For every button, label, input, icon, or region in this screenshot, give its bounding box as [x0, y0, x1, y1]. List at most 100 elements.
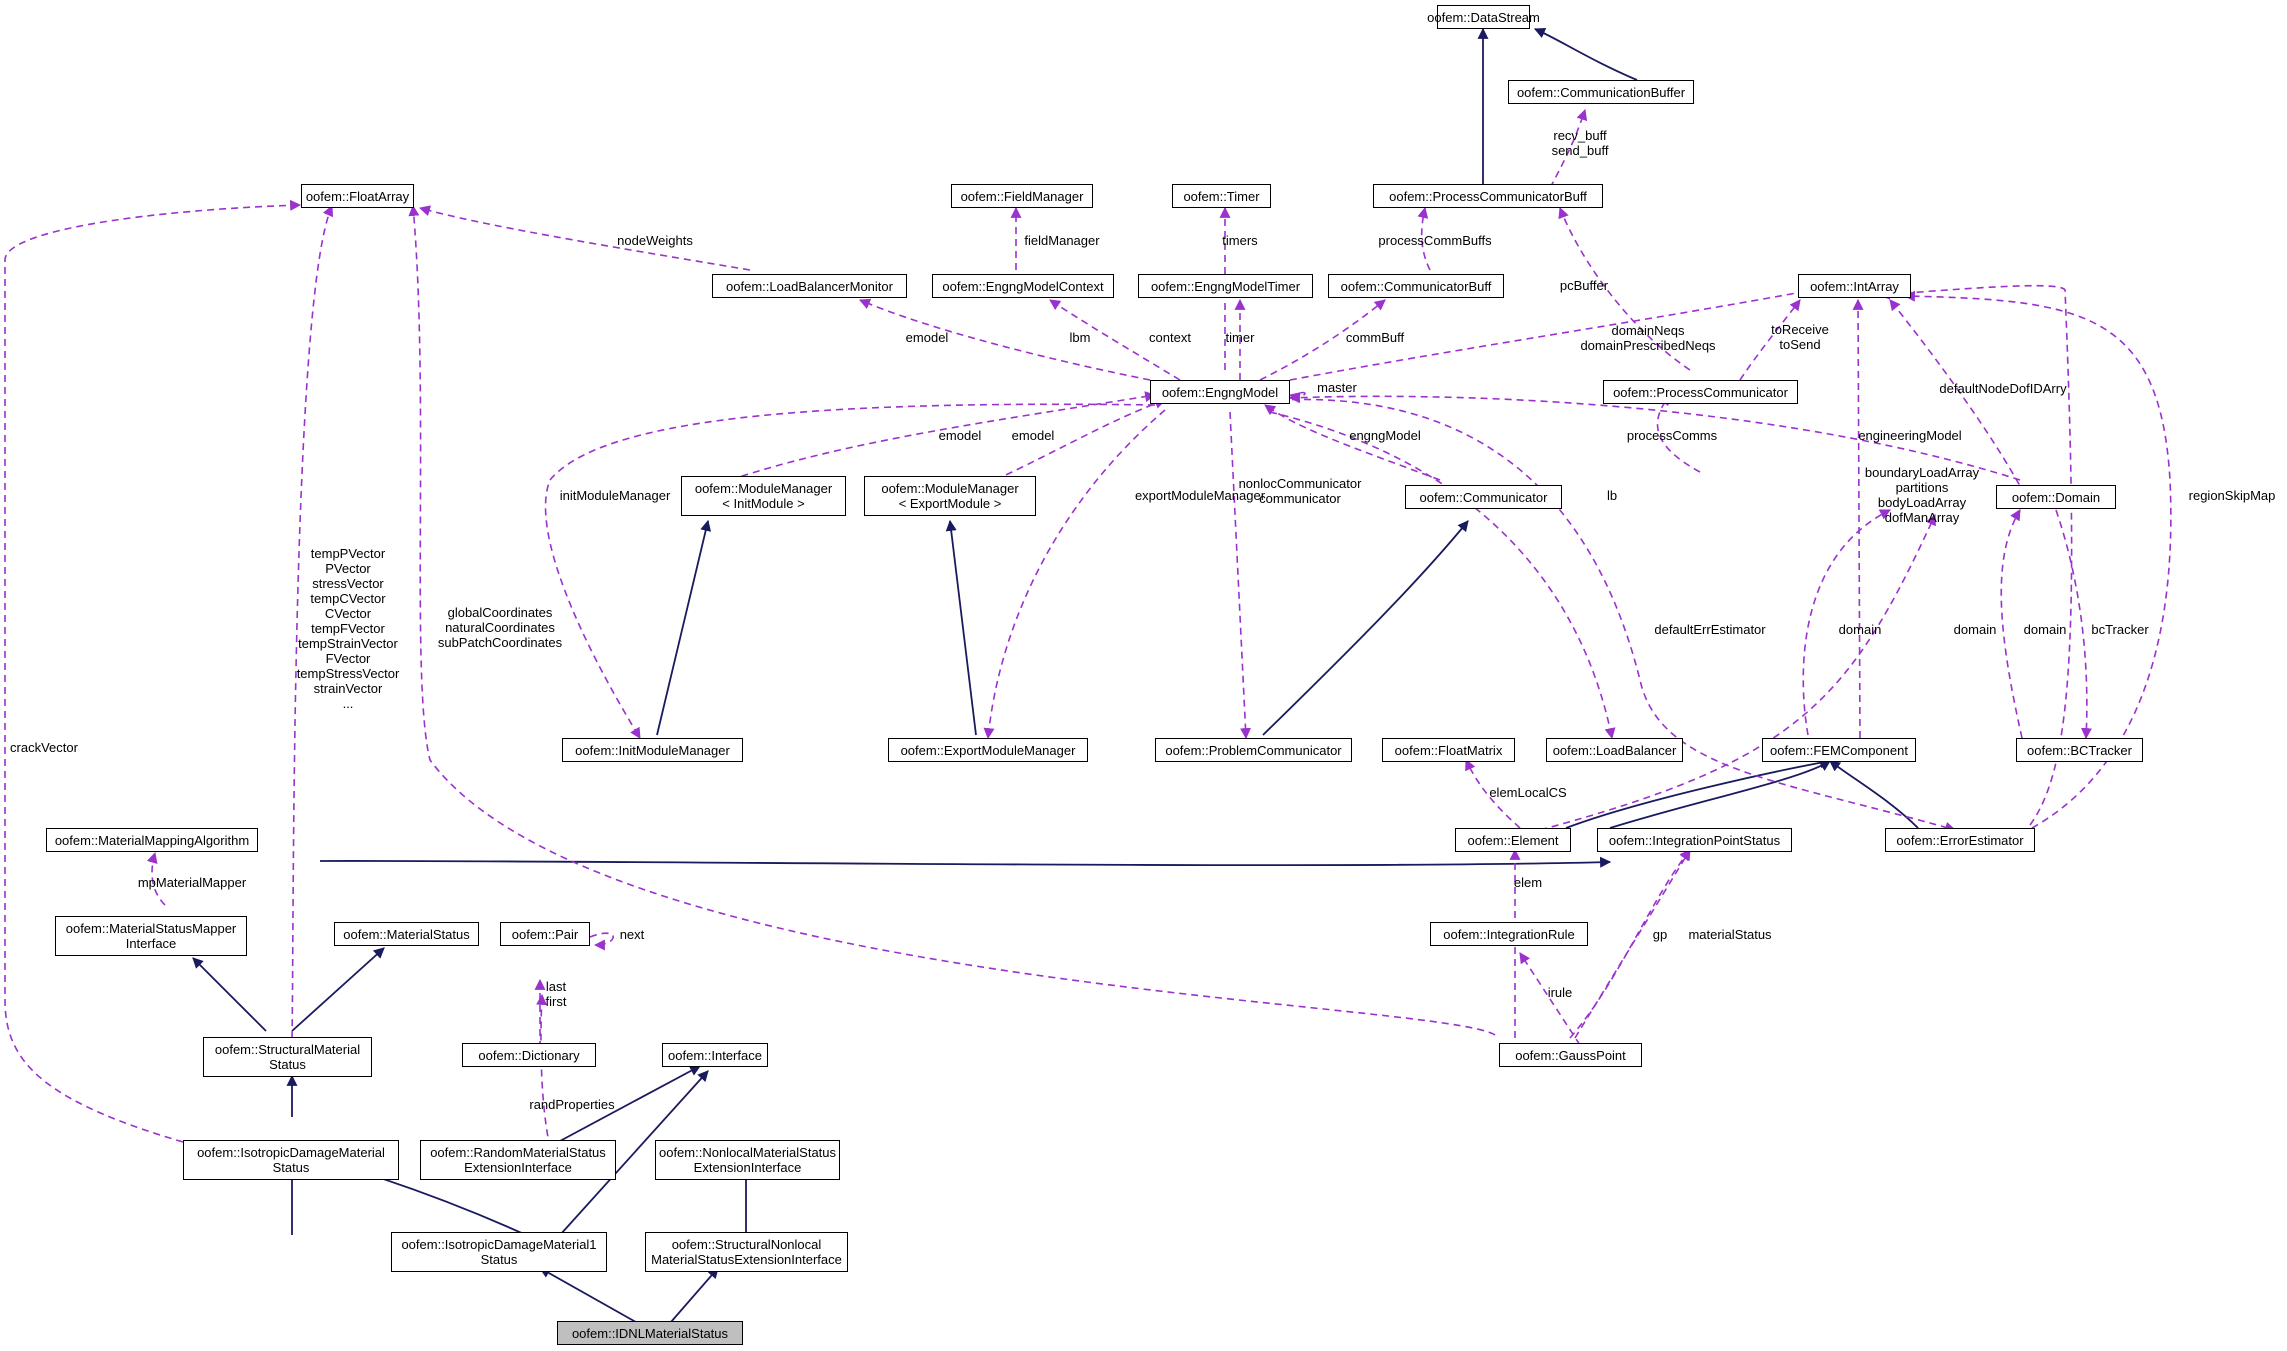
usage-edge — [146, 851, 166, 906]
class-node-label: Status — [269, 1057, 306, 1072]
class-node-label: oofem::Domain — [2011, 489, 2101, 505]
class-node-intrule[interactable]: oofem::IntegrationRule — [1430, 922, 1588, 946]
usage-edge — [1558, 206, 1691, 371]
class-node-label: oofem::ErrorEstimator — [1896, 832, 2024, 848]
inheritance-edge — [291, 947, 385, 1032]
class-node-floatmatrix[interactable]: oofem::FloatMatrix — [1382, 738, 1515, 762]
class-node-proccomm[interactable]: oofem::ProcessCommunicator — [1603, 380, 1798, 404]
class-node-modexport[interactable]: oofem::ModuleManager< ExportModule > — [864, 476, 1036, 516]
class-node-label: oofem::IntegrationRule — [1443, 926, 1575, 942]
usage-edge — [1519, 952, 1581, 1046]
usage-edges — [4, 108, 2172, 1149]
class-node-timer[interactable]: oofem::Timer — [1172, 184, 1271, 208]
usage-edge — [544, 403, 1156, 739]
usage-edge — [589, 932, 614, 951]
class-node-label: oofem::EngngModelTimer — [1150, 278, 1301, 294]
class-node-idnl[interactable]: oofem::IDNLMaterialStatus — [557, 1321, 743, 1345]
class-node-exportmodmgr[interactable]: oofem::ExportModuleManager — [888, 738, 1088, 762]
usage-edge — [1549, 108, 1588, 189]
usage-edge — [1264, 404, 1441, 481]
usage-edge — [1465, 759, 1521, 829]
class-node-engngctx[interactable]: oofem::EngngModelContext — [932, 274, 1114, 298]
usage-edge — [1739, 299, 1801, 381]
class-node-proccommbuff[interactable]: oofem::ProcessCommunicatorBuff — [1373, 184, 1603, 208]
class-node-engngtimer[interactable]: oofem::EngngModelTimer — [1138, 274, 1313, 298]
class-node-probcomm[interactable]: oofem::ProblemCommunicator — [1155, 738, 1352, 762]
inheritance-edge — [559, 1065, 701, 1142]
class-node-errest[interactable]: oofem::ErrorEstimator — [1885, 828, 2035, 852]
inheritance-edge — [559, 1070, 709, 1236]
usage-edge — [983, 409, 1166, 740]
class-node-initmodmgr[interactable]: oofem::InitModuleManager — [562, 738, 743, 762]
class-node-fieldmanager[interactable]: oofem::FieldManager — [951, 184, 1093, 208]
class-node-label: oofem::LoadBalancerMonitor — [726, 278, 893, 294]
class-node-pair[interactable]: oofem::Pair — [500, 922, 590, 946]
class-node-label: Status — [272, 1160, 310, 1175]
class-node-engngmodel[interactable]: oofem::EngngModel — [1150, 380, 1290, 404]
class-node-floatarray[interactable]: oofem::FloatArray — [301, 184, 414, 208]
class-node-label: oofem::StructuralNonlocal — [671, 1237, 822, 1252]
class-node-label: oofem::Interface — [668, 1047, 762, 1063]
inheritance-edge — [319, 856, 1612, 868]
class-node-label: oofem::FloatArray — [305, 188, 410, 204]
class-node-datastream[interactable]: oofem::DataStream — [1427, 5, 1540, 29]
class-node-gausspoint[interactable]: oofem::GaussPoint — [1499, 1043, 1642, 1067]
class-node-label: oofem::FieldManager — [960, 188, 1084, 204]
class-node-label: oofem::FloatMatrix — [1394, 742, 1503, 758]
usage-edge — [1539, 514, 1936, 831]
class-node-label: oofem::IsotropicDamageMaterial1 — [401, 1237, 597, 1252]
usage-edge — [1903, 290, 2172, 829]
class-node-matstatus[interactable]: oofem::MaterialStatus — [334, 922, 479, 946]
usage-edge — [1878, 284, 2073, 826]
usage-edge — [1852, 298, 1864, 739]
usage-edge — [1656, 394, 1701, 473]
class-node-label: ExtensionInterface — [693, 1160, 802, 1175]
class-node-label: oofem::RandomMaterialStatus — [430, 1145, 606, 1160]
class-node-label: oofem::ProblemCommunicator — [1165, 742, 1342, 758]
class-node-modinit[interactable]: oofem::ModuleManager< InitModule > — [681, 476, 846, 516]
class-node-commbuffer[interactable]: oofem::CommunicationBuffer — [1508, 80, 1694, 104]
class-node-commbuff[interactable]: oofem::CommunicatorBuff — [1328, 274, 1504, 298]
class-node-label: oofem::InitModuleManager — [575, 742, 730, 758]
class-node-label: oofem::Dictionary — [478, 1047, 580, 1063]
class-node-matmapalg[interactable]: oofem::MaterialMappingAlgorithm — [46, 828, 258, 852]
class-node-label: oofem::Element — [1467, 832, 1559, 848]
class-node-loadbalancer[interactable]: oofem::LoadBalancer — [1546, 738, 1683, 762]
usage-edge — [1269, 411, 1616, 740]
class-node-label: oofem::LoadBalancer — [1552, 742, 1677, 758]
class-node-label: oofem::ProcessCommunicatorBuff — [1389, 188, 1587, 204]
class-node-element[interactable]: oofem::Element — [1455, 828, 1571, 852]
class-node-label: oofem::IDNLMaterialStatus — [571, 1325, 729, 1341]
class-node-femcomp[interactable]: oofem::FEMComponent — [1762, 738, 1916, 762]
inheritance-edge — [539, 1267, 651, 1331]
class-node-dictionary[interactable]: oofem::Dictionary — [462, 1043, 596, 1067]
class-node-label: oofem::BCTracker — [2027, 742, 2132, 758]
class-node-ipstatus[interactable]: oofem::IntegrationPointStatus — [1597, 828, 1792, 852]
class-node-label: oofem::MaterialStatusMapper — [65, 921, 237, 936]
class-node-label: oofem::DataStream — [1427, 9, 1540, 25]
class-node-label: oofem::IntArray — [1810, 278, 1899, 294]
class-node-label: Interface — [125, 936, 177, 951]
inheritance-edge — [1565, 757, 1832, 829]
usage-edge — [1889, 299, 2026, 496]
usage-edge — [1229, 411, 1252, 740]
usage-edge — [1569, 849, 1691, 1039]
class-node-communicator[interactable]: oofem::Communicator — [1405, 485, 1562, 509]
class-node-label: oofem::Timer — [1183, 188, 1260, 204]
class-node-label: oofem::EngngModel — [1161, 384, 1279, 400]
class-node-interface[interactable]: oofem::Interface — [662, 1043, 768, 1067]
class-node-label: oofem::Pair — [511, 926, 579, 942]
class-node-domain[interactable]: oofem::Domain — [1996, 485, 2116, 509]
class-node-intarray[interactable]: oofem::IntArray — [1798, 274, 1911, 298]
class-node-bctracker[interactable]: oofem::BCTracker — [2016, 738, 2143, 762]
inheritance-edge — [656, 519, 712, 736]
class-node-loadbalmon[interactable]: oofem::LoadBalancerMonitor — [712, 274, 907, 298]
